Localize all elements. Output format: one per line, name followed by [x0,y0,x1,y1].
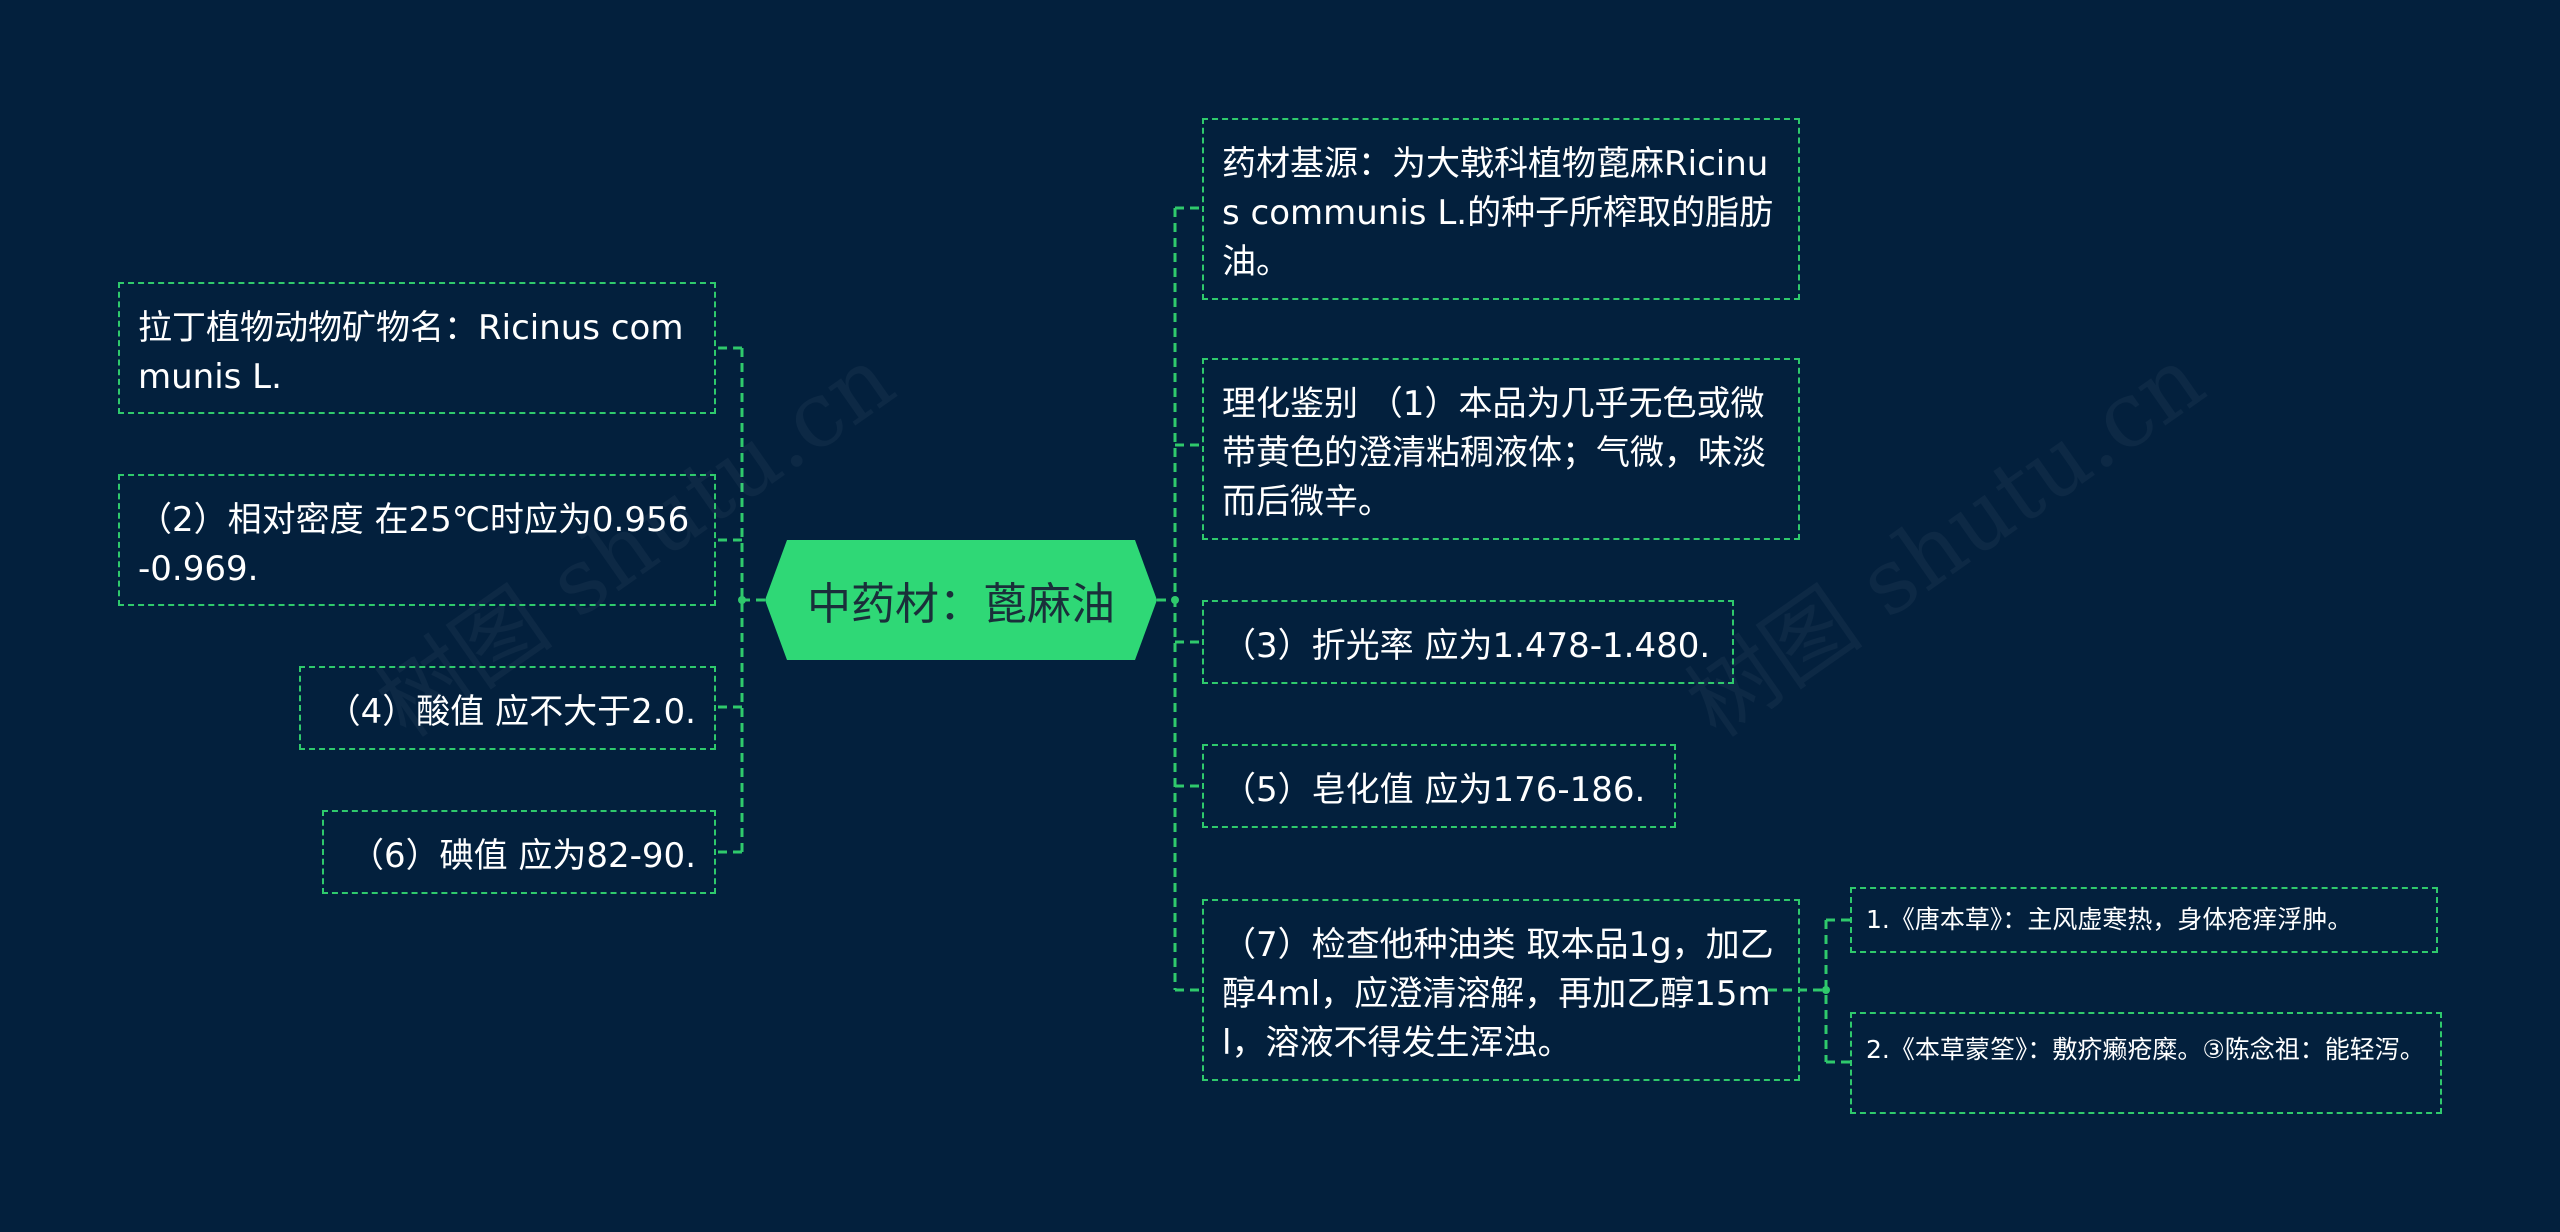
branch-node-relative-density[interactable]: （2）相对密度 在25℃时应为0.956-0.969. [118,474,716,606]
branch-node-acid-value[interactable]: （4）酸值 应不大于2.0. [299,666,716,750]
central-topic[interactable]: 中药材：蓖麻油 [765,540,1157,660]
branch-node-latin-name[interactable]: 拉丁植物动物矿物名：Ricinus communis L. [118,282,716,414]
sub-node-tang-bencao[interactable]: 1.《唐本草》：主风虚寒热，身体疮痒浮肿。 [1850,887,2438,953]
central-topic-shape [765,540,1157,660]
sub-node-bencao-mengquan[interactable]: 2.《本草蒙筌》：敷疥癞疮糜。③陈念祖：能轻泻。 [1850,1012,2442,1114]
branch-node-source[interactable]: 药材基源：为大戟科植物蓖麻Ricinus communis L.的种子所榨取的脂… [1202,118,1800,300]
central-topic-label: 中药材：蓖麻油 [807,579,1115,630]
branch-node-refractive-index[interactable]: （3）折光率 应为1.478-1.480. [1202,600,1734,684]
branch-node-other-oils-check[interactable]: （7）检查他种油类 取本品1g，加乙醇4ml，应澄清溶解，再加乙醇15ml，溶液… [1202,899,1800,1081]
branch-node-iodine-value[interactable]: （6）碘值 应为82-90. [322,810,716,894]
branch-node-identification[interactable]: 理化鉴别 （1）本品为几乎无色或微带黄色的澄清粘稠液体；气微，味淡而后微辛。 [1202,358,1800,540]
branch-node-saponification-value[interactable]: （5）皂化值 应为176-186. [1202,744,1676,828]
